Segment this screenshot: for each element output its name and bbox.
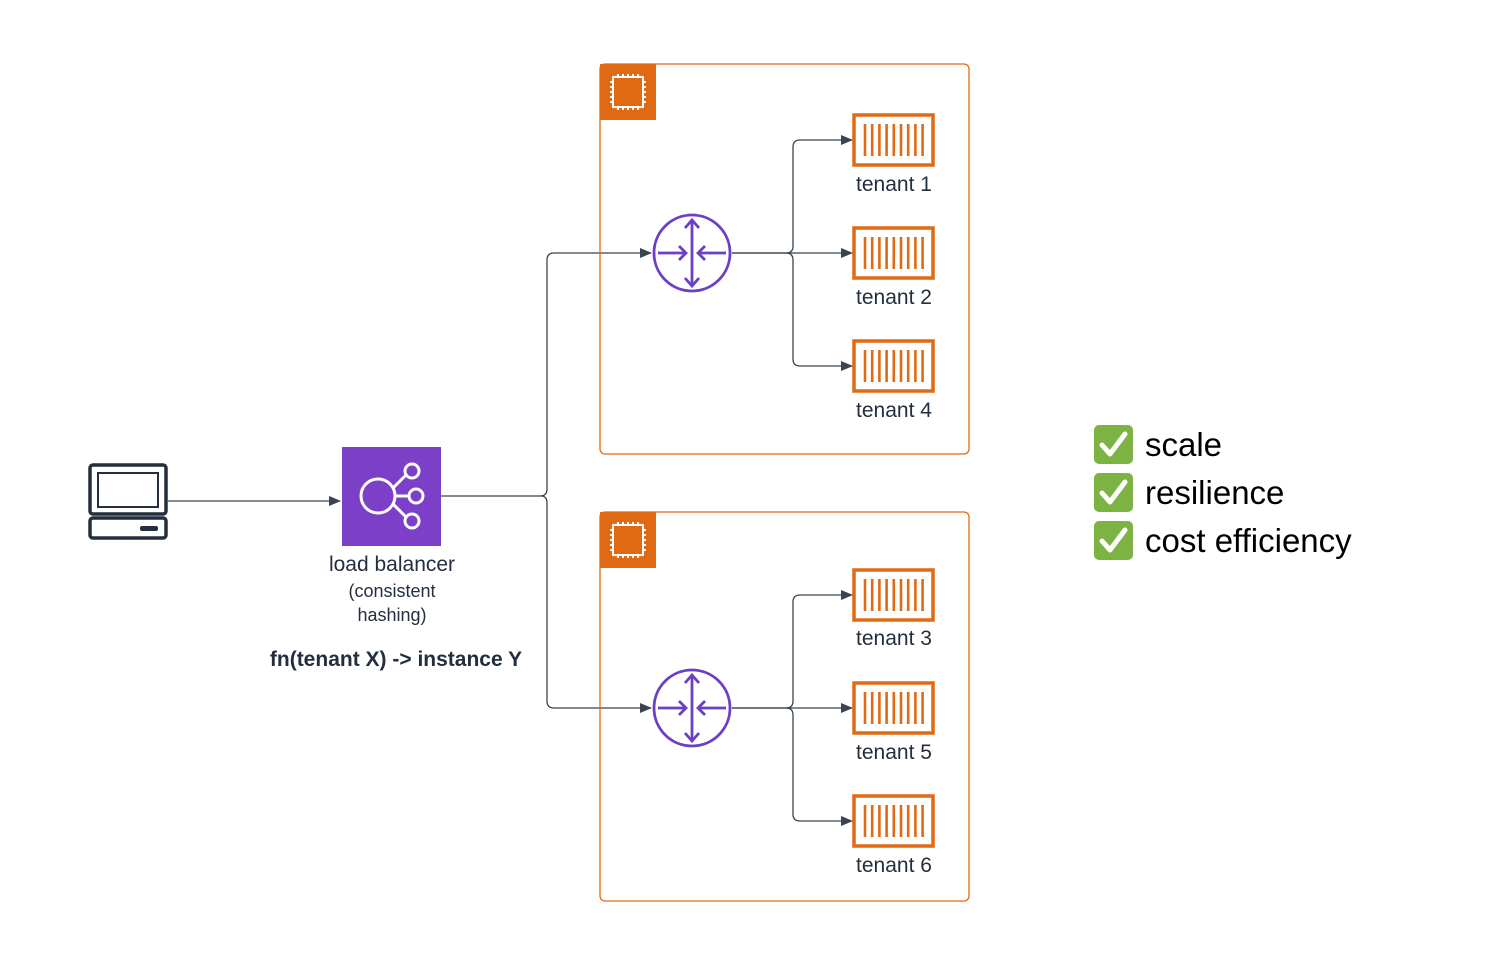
connector-router1-tenant-c [785,252,853,371]
benefit-item-scale: scale [1094,425,1222,464]
load-balancer-sub-label-1: (consistent [348,581,436,601]
ec2-instance-icon [600,512,656,568]
tenant-label: tenant 6 [856,854,932,877]
container-icon [852,339,935,393]
load-balancer-sub-label-2: hashing) [357,605,427,625]
tenant-label: tenant 4 [856,399,932,422]
ec2-instance-icon [600,64,656,120]
checkmark-icon [1094,425,1133,464]
connector-router2-tenant-a [732,590,853,709]
container-icon [852,226,935,280]
checkmark-icon [1094,521,1133,560]
container-icon [852,794,935,848]
connector-router2-tenant-c [785,707,853,826]
tenant-icons [852,113,935,848]
container-icon [852,113,935,167]
container-icon [852,681,935,735]
benefit-item-cost-efficiency: cost efficiency [1094,521,1352,560]
benefit-label: scale [1145,425,1223,463]
connector-lb-to-router-1 [441,248,652,497]
benefit-label: cost efficiency [1145,521,1352,559]
tenant-label: tenant 3 [856,627,932,650]
router-icon [652,213,732,293]
instance-container-1 [599,63,970,455]
elastic-load-balancer-icon [342,447,441,546]
laptop-icon [88,463,168,540]
connector-lb-to-router-2 [540,495,652,713]
instance-container-2 [599,511,970,902]
benefit-item-resilience: resilience [1094,473,1284,512]
tenant-label: tenant 1 [856,173,932,196]
tenant-label: tenant 2 [856,286,932,309]
connectors [168,135,853,826]
benefit-label: resilience [1145,473,1285,511]
container-icon [852,568,935,622]
tenant-label: tenant 5 [856,741,932,764]
load-balancer-label: load balancer [328,553,456,576]
routing-function-label: fn(tenant X) -> instance Y [269,648,523,671]
checkmark-icon [1094,473,1133,512]
router-icon [652,668,732,748]
